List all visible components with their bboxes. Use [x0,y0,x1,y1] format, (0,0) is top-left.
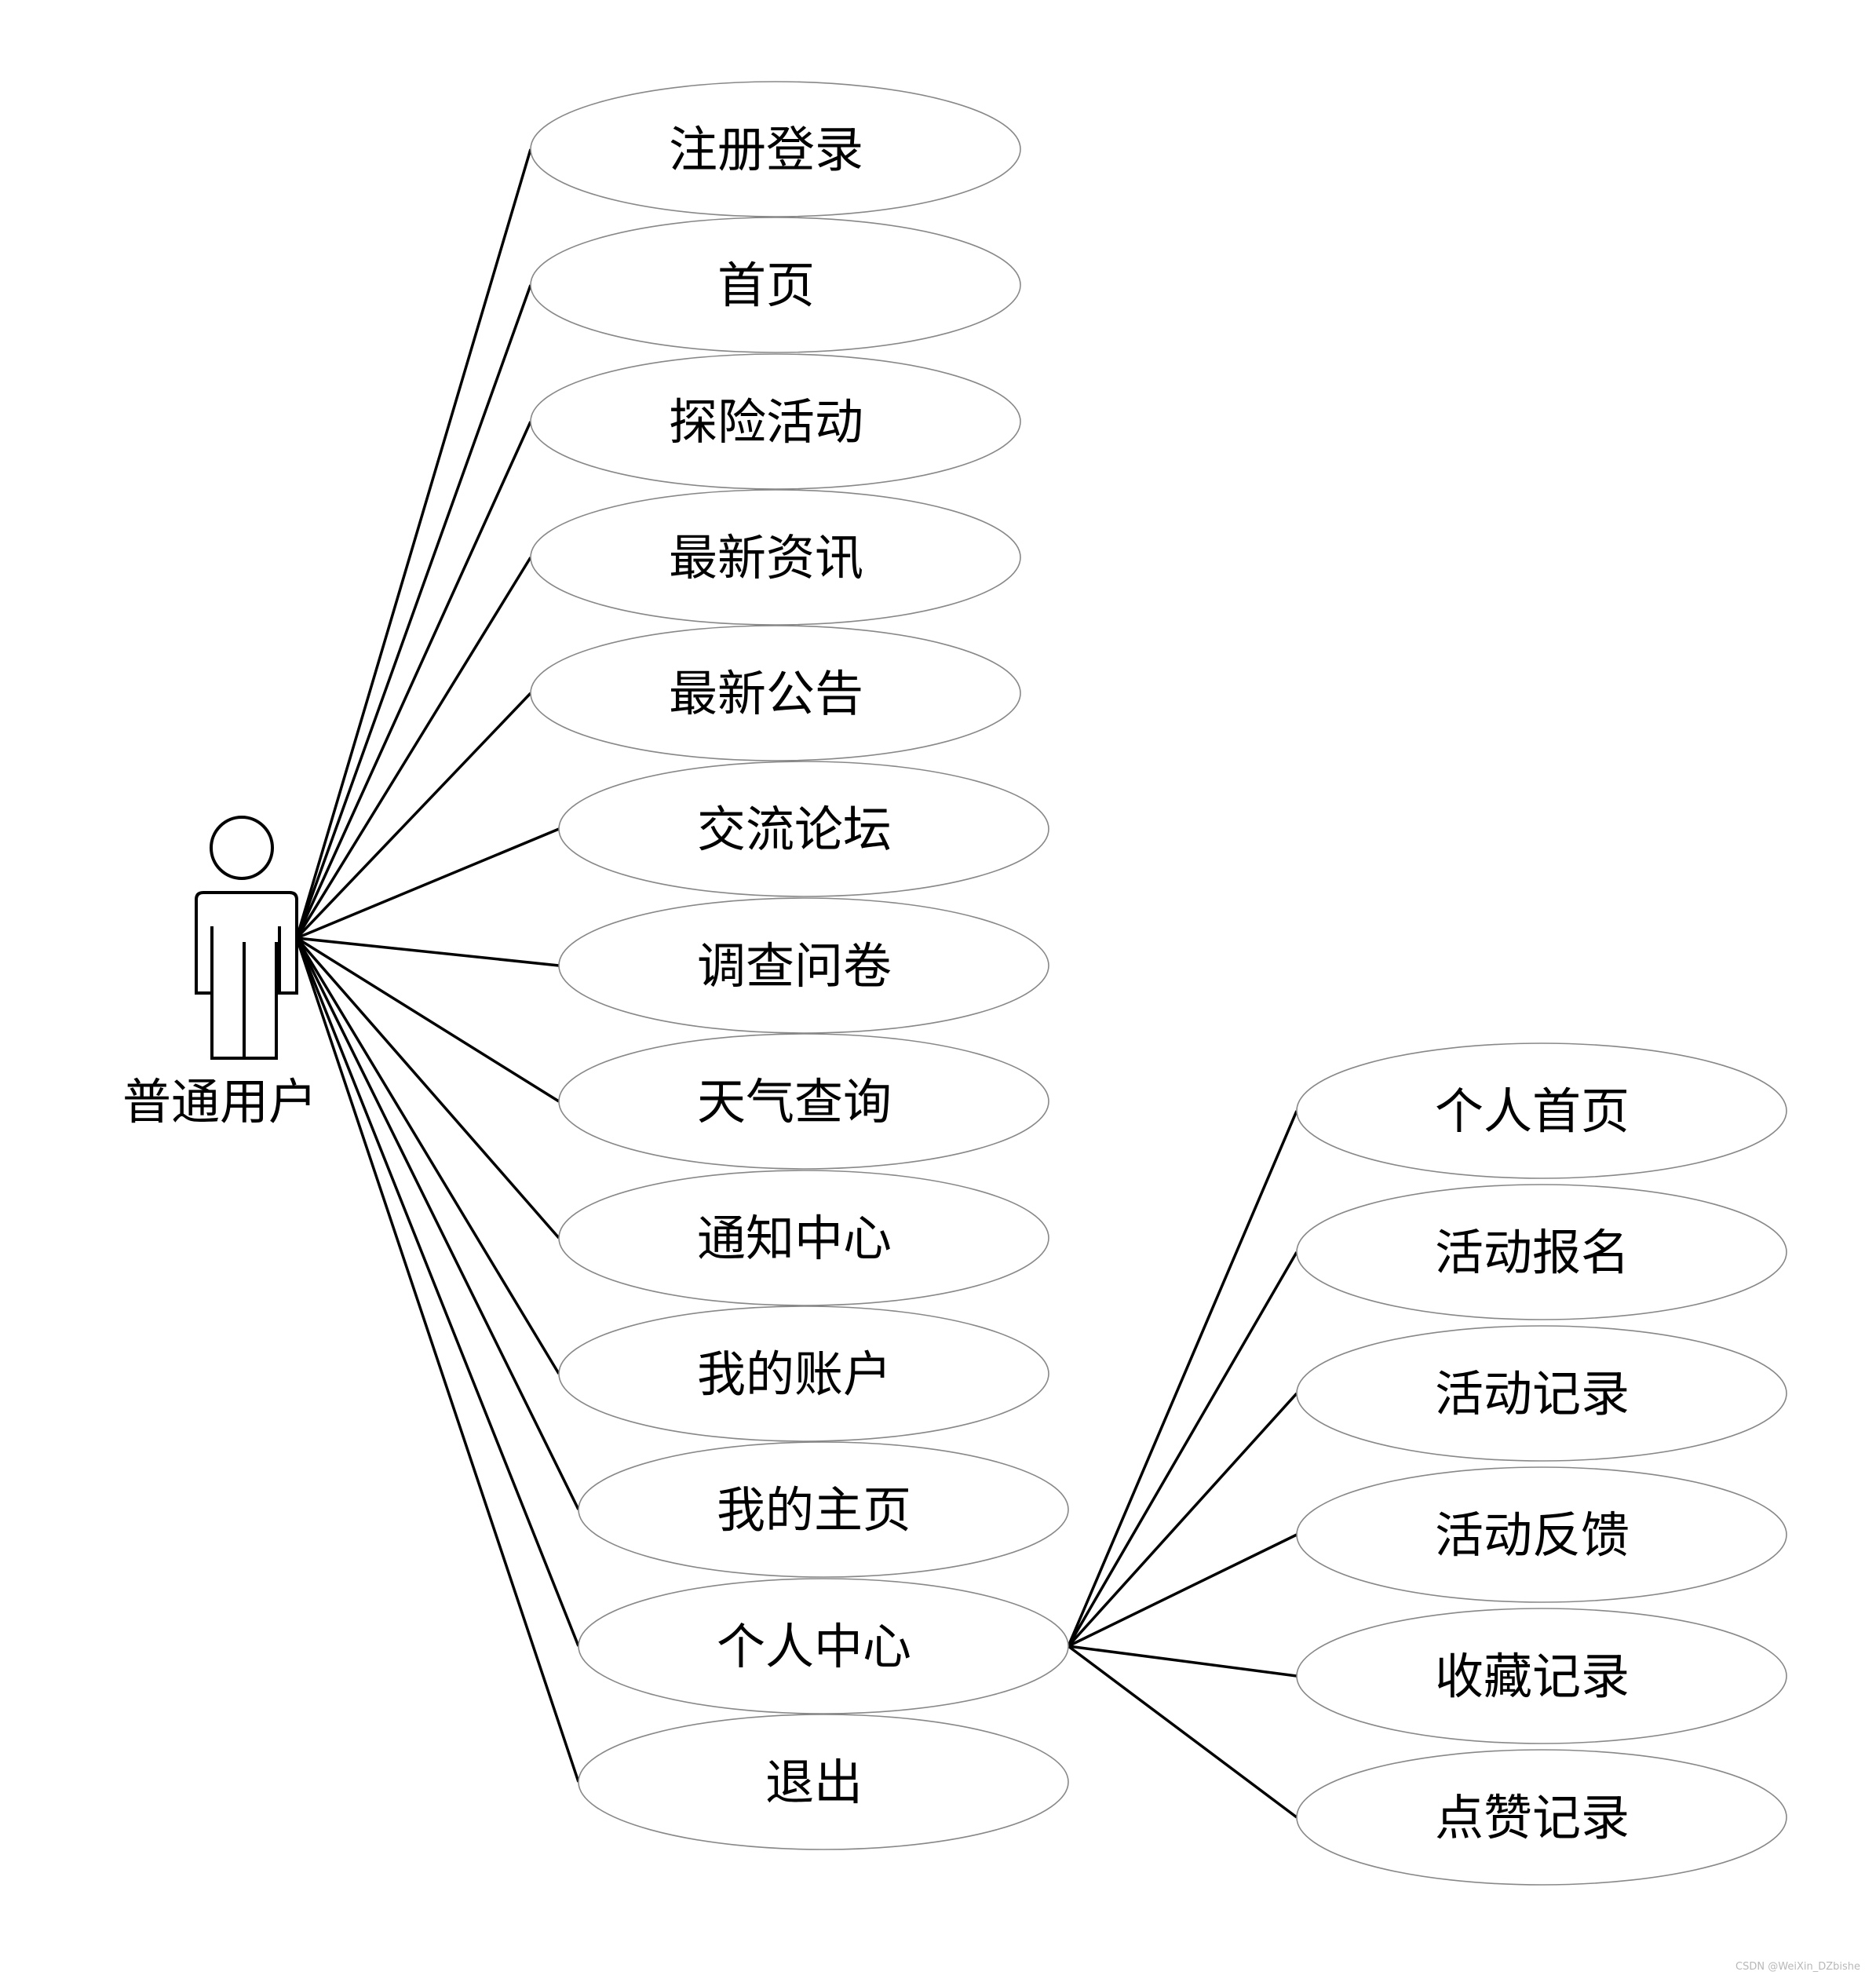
use-case-label: 最新公告 [669,665,863,722]
use-case-label: 点赞记录 [1435,1789,1630,1846]
use-case-my-homepage: 我的主页 [578,1441,1069,1578]
use-case-latest-announcements: 最新公告 [530,625,1021,761]
use-case-ellipse [530,217,1021,353]
use-case-weather-query: 天气查询 [558,1033,1049,1170]
sub-association-line [1067,1645,1298,1819]
association-line [295,692,532,940]
use-case-ellipse [1296,1749,1787,1886]
use-case-ellipse [530,353,1021,490]
sub-use-case-like-records: 点赞记录 [1296,1749,1787,1886]
sub-association-line [1067,1392,1298,1648]
association-line [296,937,560,1103]
use-case-ellipse [1296,1042,1787,1179]
association-line [295,937,560,1240]
use-case-label: 收藏记录 [1435,1648,1630,1705]
use-case-home: 首页 [530,217,1021,353]
actor: 普通用户 [122,816,317,1130]
use-case-label: 我的主页 [717,1481,911,1539]
actor-label: 普通用户 [122,1073,317,1130]
use-case-forum: 交流论坛 [558,761,1049,897]
use-case-ellipse [558,1170,1049,1306]
use-case-label: 天气查询 [697,1073,892,1130]
association-line [295,284,532,939]
use-case-ellipse [558,897,1049,1034]
sub-use-case-activity-signup: 活动报名 [1296,1184,1787,1320]
sub-use-case-favorite-records: 收藏记录 [1296,1608,1787,1744]
association-line [295,148,532,939]
use-case-list: 注册登录首页探险活动最新资讯最新公告交流论坛调查问卷天气查询通知中心我的账户我的… [530,81,1069,1850]
use-case-ellipse [530,489,1021,626]
watermark: CSDN @WeiXin_DZbishe [1735,1961,1860,1973]
use-case-ellipse [530,625,1021,761]
use-case-label: 调查问卷 [697,937,892,995]
use-case-register-login: 注册登录 [530,81,1021,217]
use-case-label: 最新资讯 [669,529,863,586]
use-case-ellipse [578,1578,1069,1714]
use-case-label: 活动报名 [1435,1224,1630,1281]
use-case-personal-center: 个人中心 [578,1578,1069,1714]
use-case-label: 活动记录 [1435,1365,1630,1422]
use-case-label: 首页 [717,257,815,314]
association-line [295,421,532,939]
association-line [295,557,532,939]
association-line [295,937,580,1510]
use-case-ellipse [1296,1184,1787,1320]
use-case-ellipse [1296,1325,1787,1462]
association-line [296,827,560,940]
use-case-label: 通知中心 [697,1210,892,1267]
sub-use-case-activity-records: 活动记录 [1296,1325,1787,1462]
use-case-ellipse [558,1033,1049,1170]
use-case-label: 个人首页 [1435,1083,1630,1140]
use-case-ellipse [578,1441,1069,1578]
use-case-label: 探险活动 [669,393,863,451]
use-case-label: 活动反馈 [1435,1506,1630,1564]
use-case-ellipse [558,1305,1049,1442]
use-case-label: 个人中心 [717,1618,911,1675]
use-case-label: 交流论坛 [697,801,892,858]
use-case-latest-news: 最新资讯 [530,489,1021,626]
use-case-ellipse [578,1714,1069,1850]
use-case-label: 注册登录 [669,121,863,178]
sub-use-case-activity-feedback: 活动反馈 [1296,1466,1787,1603]
sub-association-line [1068,1533,1298,1648]
use-case-ellipse [530,81,1021,217]
use-case-adventure-activities: 探险活动 [530,353,1021,490]
use-case-ellipse [1296,1466,1787,1603]
use-case-label: 我的账户 [697,1346,892,1403]
sub-association-line [1067,1251,1298,1647]
use-case-label: 退出 [765,1754,863,1811]
use-case-logout: 退出 [578,1714,1069,1850]
sub-association-line [1068,1645,1298,1678]
association-line [295,937,560,1375]
use-case-ellipse [558,761,1049,897]
use-case-notification-center: 通知中心 [558,1170,1049,1306]
sub-association-line [1067,1110,1298,1647]
association-lines [295,148,1298,1819]
stick-figure-actor-icon [195,816,298,1060]
sub-use-case-personal-homepage: 个人首页 [1296,1042,1787,1179]
association-line [296,937,560,967]
association-line [295,937,580,1647]
association-line [295,937,580,1783]
use-case-ellipse [1296,1608,1787,1744]
use-case-my-account: 我的账户 [558,1305,1049,1442]
use-case-survey: 调查问卷 [558,897,1049,1034]
